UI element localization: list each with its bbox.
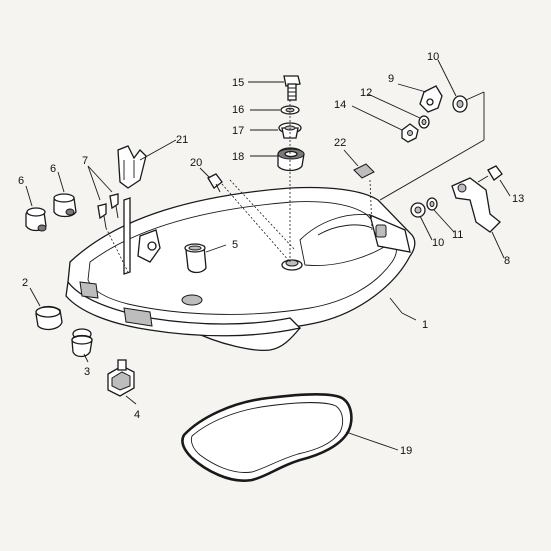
grommet-6-right <box>53 193 77 218</box>
bracket-8 <box>451 177 501 233</box>
callout-6-right: 6 <box>50 163 56 175</box>
callout-3: 3 <box>84 366 90 378</box>
screws-7 <box>97 193 119 229</box>
callout-10-top: 10 <box>427 51 439 63</box>
callout-22: 22 <box>334 137 346 149</box>
assembly-lines <box>105 91 485 273</box>
callout-1: 1 <box>422 319 428 331</box>
cowling-seal-gasket <box>181 392 353 482</box>
callout-15: 15 <box>232 77 244 89</box>
leader-lines <box>25 59 511 451</box>
plug-2 <box>35 305 63 331</box>
nut-14 <box>401 123 419 143</box>
washer-10-top <box>452 95 468 113</box>
washer-10-lower <box>410 202 426 218</box>
washer-11 <box>426 197 438 211</box>
bolt-13 <box>477 165 503 183</box>
bolt-15 <box>283 75 301 101</box>
fitting-4 <box>107 359 135 397</box>
callout-12: 12 <box>360 87 372 99</box>
callout-4: 4 <box>134 409 140 421</box>
callout-2: 2 <box>22 277 28 289</box>
callout-11: 11 <box>452 229 463 241</box>
bolt-20 <box>207 173 223 193</box>
callout-18: 18 <box>232 151 244 163</box>
callout-7: 7 <box>82 155 88 167</box>
bracket-9 <box>419 85 443 113</box>
bottom-cowling <box>65 186 416 351</box>
grommet-18 <box>277 147 305 172</box>
callout-8: 8 <box>504 255 510 267</box>
callout-19: 19 <box>400 445 412 457</box>
callout-17: 17 <box>232 125 244 137</box>
callout-14: 14 <box>334 99 346 111</box>
grommet-3 <box>71 328 93 358</box>
grommet-6-left <box>25 207 47 232</box>
washer-12 <box>418 115 430 129</box>
callout-5: 5 <box>232 239 238 251</box>
callout-20: 20 <box>190 157 202 169</box>
bracket-21 <box>117 145 147 275</box>
grommet-5 <box>184 243 207 274</box>
callout-16: 16 <box>232 104 244 116</box>
callout-21: 21 <box>176 134 188 146</box>
callout-10-lower: 10 <box>432 237 444 249</box>
label-22 <box>353 163 375 179</box>
callout-6-left: 6 <box>18 175 24 187</box>
callout-labels: 1 2 3 4 5 6 6 7 8 9 10 10 11 12 13 14 15… <box>18 51 524 457</box>
callout-13: 13 <box>512 193 524 205</box>
callout-9: 9 <box>388 73 394 85</box>
